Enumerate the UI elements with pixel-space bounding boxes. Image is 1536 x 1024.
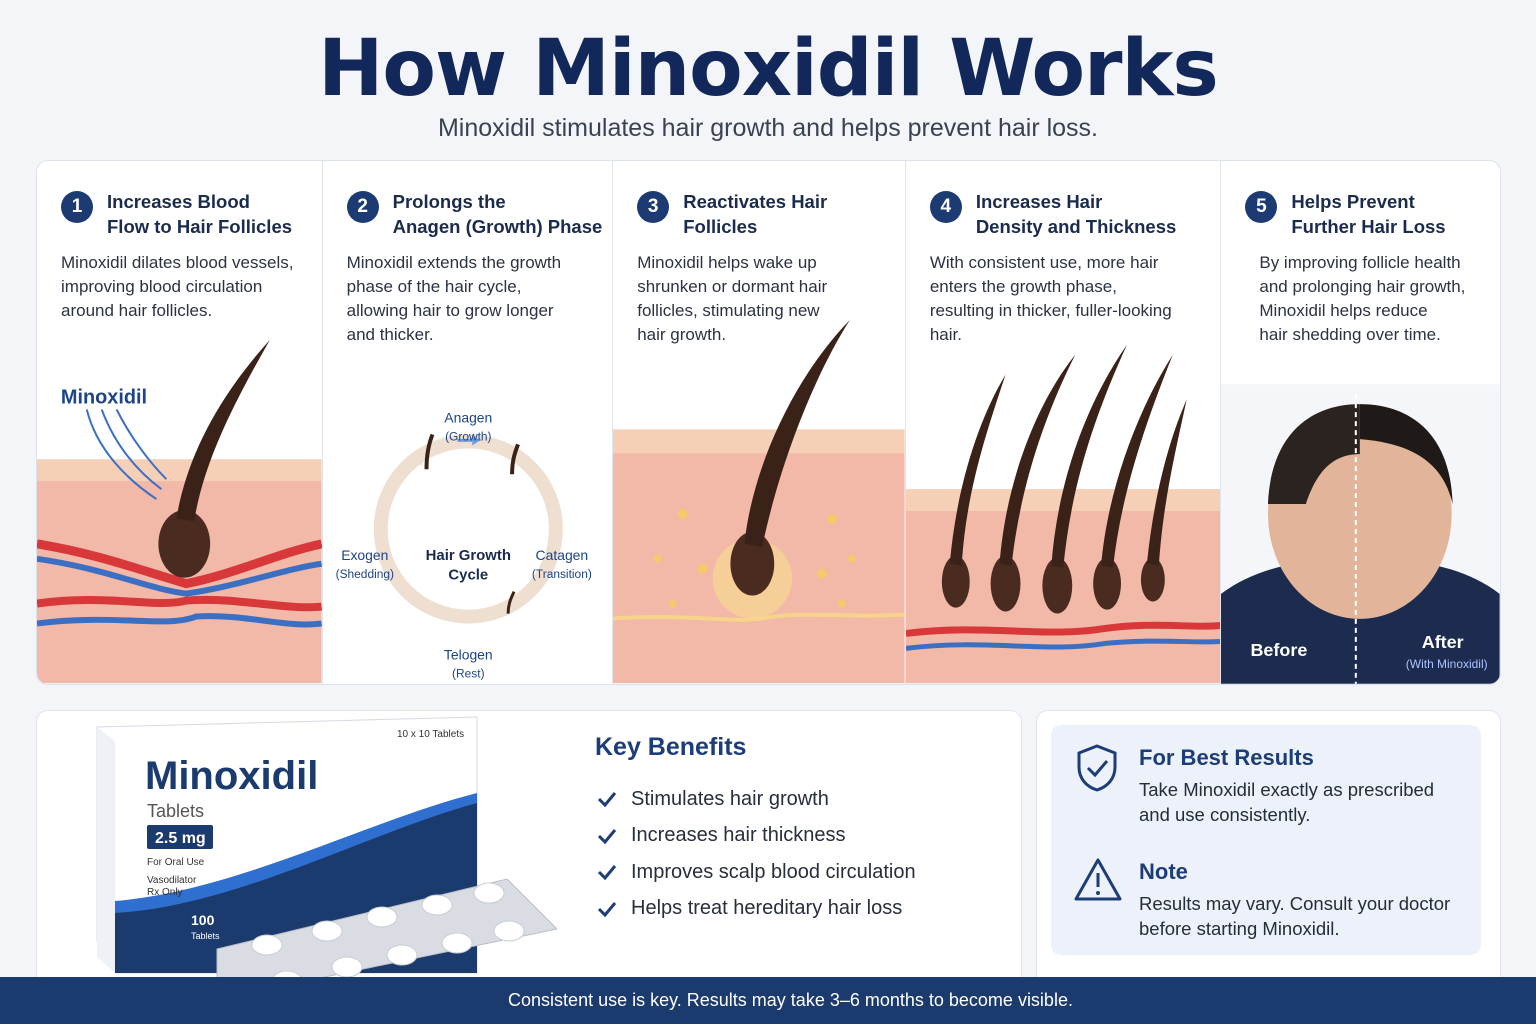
product-use: For Oral Use <box>147 857 205 868</box>
product-rx: Rx Only <box>147 887 183 898</box>
hair-growth-cycle-diagram: Anagen (Growth) Catagen (Transition) Tel… <box>335 410 592 681</box>
step-number: 3 <box>637 191 670 223</box>
key-benefits-title: Key Benefits <box>595 733 747 761</box>
follicle-reactivation-illustration <box>613 319 905 684</box>
product-count: 10 x 10 Tablets <box>397 729 464 740</box>
telogen-label: Telogen <box>444 646 493 662</box>
check-icon <box>597 901 617 917</box>
check-icon <box>597 828 617 844</box>
footer-banner: Consistent use is key. Results may take … <box>0 977 1536 1024</box>
benefits-panel: 10 x 10 Tablets Minoxidil Tablets 2.5 mg… <box>36 710 1022 990</box>
exogen-label: Exogen <box>341 547 388 563</box>
warning-icon <box>1074 858 1122 901</box>
step-number: 1 <box>61 191 93 223</box>
exogen-sub-label: (Shedding) <box>335 567 393 581</box>
advice-panel: For Best Results Take Minoxidil exactly … <box>1036 710 1501 990</box>
after-sub-label: (With Minoxidil) <box>1406 657 1488 671</box>
list-item: Improves scalp blood circulation <box>595 854 916 891</box>
product-dose: 2.5 mg <box>155 830 206 847</box>
list-item: Increases hair thickness <box>595 818 916 855</box>
best-results-section: For Best Results Take Minoxidil exactly … <box>1139 745 1434 827</box>
note-section: Note Results may vary. Consult your doct… <box>1139 859 1450 941</box>
after-label: After <box>1422 632 1464 652</box>
page-subtitle: Minoxidil stimulates hair growth and hel… <box>437 114 1099 142</box>
product-box-image: 10 x 10 Tablets Minoxidil Tablets 2.5 mg… <box>96 716 557 989</box>
check-icon <box>597 865 617 881</box>
blood-flow-illustration: Minoxidil <box>37 339 322 684</box>
pack-number: 100 <box>191 912 215 928</box>
step-number: 2 <box>346 191 379 223</box>
telogen-sub-label: (Rest) <box>452 666 485 680</box>
minoxidil-label: Minoxidil <box>61 387 147 409</box>
check-icon <box>597 792 617 808</box>
advice-box: For Best Results Take Minoxidil exactly … <box>1051 725 1481 955</box>
list-item: Stimulates hair growth <box>595 781 916 818</box>
anagen-label: Anagen <box>444 410 492 426</box>
hair-density-illustration <box>905 344 1221 684</box>
shield-check-icon <box>1077 744 1117 792</box>
product-class: Vasodilator <box>147 875 197 886</box>
product-name: Minoxidil <box>145 754 318 798</box>
cycle-center-label: Hair Growth <box>425 547 510 564</box>
step-description: Minoxidil dilates blood vessels,improvin… <box>61 253 294 320</box>
before-after-photo: Before After (With Minoxidil) <box>1221 384 1500 684</box>
pack-label: Tablets <box>191 931 220 941</box>
key-benefits-list: Stimulates hair growth Increases hair th… <box>595 781 916 927</box>
catagen-label: Catagen <box>535 547 588 563</box>
product-form: Tablets <box>147 801 204 821</box>
best-results-title: For Best Results <box>1139 745 1314 770</box>
before-label: Before <box>1251 640 1308 660</box>
cycle-center-label-2: Cycle <box>448 567 488 584</box>
step-number: 4 <box>929 191 962 223</box>
anagen-sub-label: (Growth) <box>445 429 491 443</box>
list-item: Helps treat hereditary hair loss <box>595 891 916 928</box>
catagen-sub-label: (Transition) <box>532 567 592 581</box>
page-title: How Minoxidil Works <box>318 24 1219 114</box>
step-number: 5 <box>1245 191 1278 223</box>
note-title: Note <box>1139 859 1188 884</box>
